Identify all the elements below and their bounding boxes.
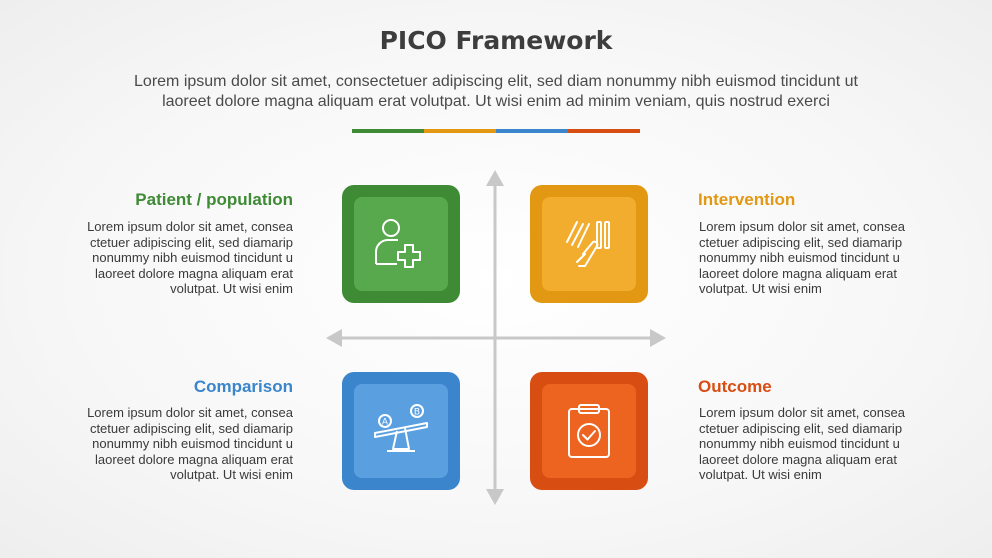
outcome-desc-line: volutpat. Ut wisi enim xyxy=(699,467,822,482)
axis-arrow-right xyxy=(650,329,666,347)
intervention-desc-line: volutpat. Ut wisi enim xyxy=(699,281,822,296)
color-divider xyxy=(352,129,640,133)
intervention-desc-line: laoreet dolore magna aliquam erat xyxy=(699,265,898,281)
patient-plus-icon xyxy=(375,219,421,268)
outcome-title: Outcome xyxy=(698,377,772,396)
divider-segment-green xyxy=(352,129,424,133)
patient-box-inner xyxy=(354,197,448,291)
intervention-description: Lorem ipsum dolor sit amet, consea ctetu… xyxy=(699,219,931,297)
icon-label-b: B xyxy=(414,408,420,418)
comparison-desc-line: nonummy nibh euismod tincidunt u xyxy=(92,436,293,451)
comparison-desc-line: Lorem ipsum dolor sit amet, consea xyxy=(87,405,293,420)
comparison-description: Lorem ipsum dolor sit amet, consea ctetu… xyxy=(61,405,293,483)
hand-intervention-icon xyxy=(566,221,610,267)
outcome-desc-line: nonummy nibh euismod tincidunt u xyxy=(699,436,900,451)
clipboard-check-icon xyxy=(568,404,610,458)
outcome-box-inner xyxy=(542,384,636,478)
patient-description: Lorem ipsum dolor sit amet, consea ctetu… xyxy=(61,219,293,297)
comparison-desc-line: volutpat. Ut wisi enim xyxy=(170,467,293,482)
comparison-box: A B xyxy=(342,372,460,490)
intervention-desc-line: nonummy nibh euismod tincidunt u xyxy=(699,250,900,265)
patient-desc-line: volutpat. Ut wisi enim xyxy=(170,281,293,296)
axis-arrow-up xyxy=(486,170,504,186)
balance-scale-icon: A B xyxy=(374,404,428,452)
comparison-title: Comparison xyxy=(193,377,293,396)
subtitle-line-1: Lorem ipsum dolor sit amet, consectetuer… xyxy=(134,73,858,90)
patient-desc-line: nonummy nibh euismod tincidunt u xyxy=(92,250,293,265)
outcome-desc-line: ctetuer adipiscing elit, sed diamarip xyxy=(699,420,903,436)
outcome-box xyxy=(530,372,648,490)
comparison-desc-line: ctetuer adipiscing elit, sed diamarip xyxy=(89,420,293,436)
axis-arrow-left xyxy=(326,329,342,347)
comparison-desc-line: laoreet dolore magna aliquam erat xyxy=(94,451,293,467)
outcome-desc-line: Lorem ipsum dolor sit amet, consea xyxy=(699,405,905,420)
divider-segment-orange xyxy=(424,129,496,133)
intervention-desc-line: ctetuer adipiscing elit, sed diamarip xyxy=(699,234,903,250)
patient-box xyxy=(342,185,460,303)
axis-arrow-down xyxy=(486,489,504,505)
patient-desc-line: laoreet dolore magna aliquam erat xyxy=(94,265,293,281)
page-title: PICO Framework xyxy=(379,26,613,55)
intervention-desc-line: Lorem ipsum dolor sit amet, consea xyxy=(699,219,905,234)
intervention-title: Intervention xyxy=(698,190,796,209)
outcome-desc-line: laoreet dolore magna aliquam erat xyxy=(699,451,898,467)
icon-label-a: A xyxy=(382,418,389,428)
subtitle-line-2: laoreet dolore magna aliquam erat volutp… xyxy=(162,93,830,110)
patient-desc-line: ctetuer adipiscing elit, sed diamarip xyxy=(89,234,293,250)
outcome-description: Lorem ipsum dolor sit amet, consea ctetu… xyxy=(699,405,931,483)
intervention-box xyxy=(530,185,648,303)
divider-segment-blue xyxy=(496,129,568,133)
patient-title: Patient / population xyxy=(135,190,293,209)
intervention-box-inner xyxy=(542,197,636,291)
patient-desc-line: Lorem ipsum dolor sit amet, consea xyxy=(87,219,293,234)
page-subtitle: Lorem ipsum dolor sit amet, consectetuer… xyxy=(70,72,922,112)
divider-segment-red xyxy=(568,129,640,133)
